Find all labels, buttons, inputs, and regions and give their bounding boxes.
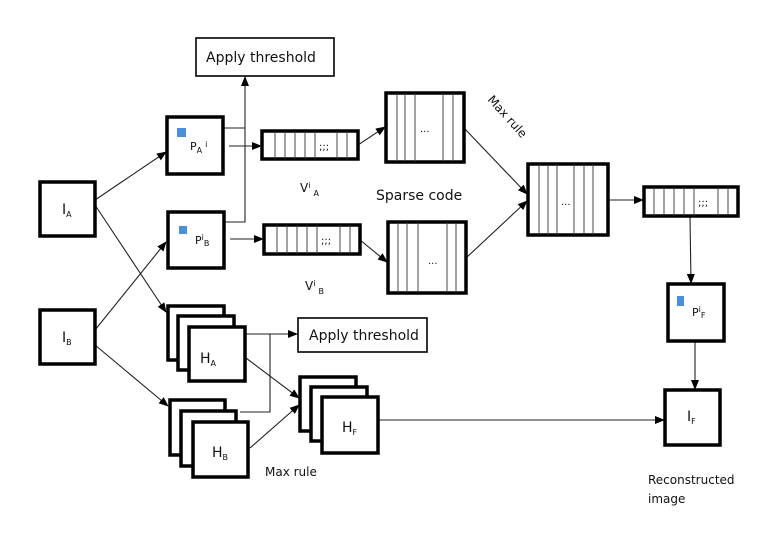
- max-rule-top-label: Max rule: [485, 93, 530, 141]
- connectors: [94, 76, 699, 449]
- high-b-label: HB: [212, 445, 228, 462]
- arrow-vb-sparse: [359, 239, 388, 263]
- sparse-b-dots: ...: [428, 256, 438, 267]
- high-freq-fused-stack: HF: [298, 375, 380, 455]
- max-rule-bottom-label: Max rule: [265, 465, 317, 479]
- apply-threshold-top-box: [195, 37, 335, 77]
- apply-threshold-top-label: Apply threshold: [206, 50, 316, 66]
- apply-threshold-bottom-box: [297, 317, 428, 353]
- arrow-pb-threshold: [224, 76, 249, 223]
- arrow-ib-hb: [94, 344, 169, 407]
- line-hb-threshold: [240, 334, 271, 413]
- patch-marker-icon: [177, 128, 186, 137]
- vector-b-label: ViB: [305, 279, 324, 296]
- fused-vector-dots: ;;;: [698, 198, 708, 209]
- patch-marker-icon: [179, 226, 187, 234]
- arrow-vector-pf: [686, 216, 695, 284]
- vector-a: ;;;: [260, 129, 360, 161]
- arrow-ha-hf: [245, 357, 300, 399]
- input-a-label: IA: [62, 202, 72, 219]
- vector-a-dots: ;;;: [319, 142, 329, 153]
- sparse-matrix-b: ...: [386, 220, 468, 295]
- arrow-ia-pa: [94, 151, 167, 201]
- patch-f-label: PiF: [692, 305, 706, 320]
- fused-image-box: [663, 388, 722, 447]
- arrow-ia-ha: [94, 204, 167, 313]
- fused-image-label: IF: [687, 409, 696, 426]
- patch-f-box: [666, 282, 726, 343]
- arrow-ib-pb: [94, 241, 167, 331]
- patch-b-box: [166, 210, 226, 270]
- patch-b-label: PiB: [195, 233, 209, 248]
- input-image-b: [38, 308, 97, 366]
- vector-b-dots: ;;;: [321, 236, 331, 247]
- input-b-label: IB: [62, 330, 72, 347]
- patch-marker-icon: [677, 296, 684, 306]
- sparse-a-dots: ...: [420, 124, 430, 135]
- fused-sparse-matrix: ...: [526, 162, 610, 237]
- sparse-code-label: Sparse code: [376, 188, 462, 204]
- high-a-label: HA: [200, 351, 217, 368]
- high-freq-a-stack: HA: [166, 304, 247, 383]
- arrow-va-sparse: [357, 126, 386, 146]
- arrow-sparse-a-fused: [463, 127, 528, 195]
- reconstructed-label-line1: Reconstructed: [648, 473, 735, 487]
- fused-matrix-dots: ...: [561, 197, 571, 208]
- patch-a-box: [165, 115, 225, 176]
- patch-a-label: PAi: [190, 140, 207, 155]
- input-image-a: [38, 180, 97, 238]
- high-f-label: HF: [342, 420, 358, 437]
- sparse-matrix-a: ...: [384, 91, 466, 164]
- high-freq-b-stack: HB: [168, 398, 250, 479]
- vector-b: ;;;: [262, 223, 362, 256]
- vector-a-label: ViA: [300, 181, 319, 198]
- reconstructed-label-line2: image: [648, 492, 685, 506]
- arrow-sparse-b-fused: [465, 200, 528, 259]
- apply-threshold-bottom-label: Apply threshold: [309, 328, 419, 344]
- fused-vector: ;;;: [642, 185, 740, 218]
- arrow-hb-hf: [249, 404, 300, 449]
